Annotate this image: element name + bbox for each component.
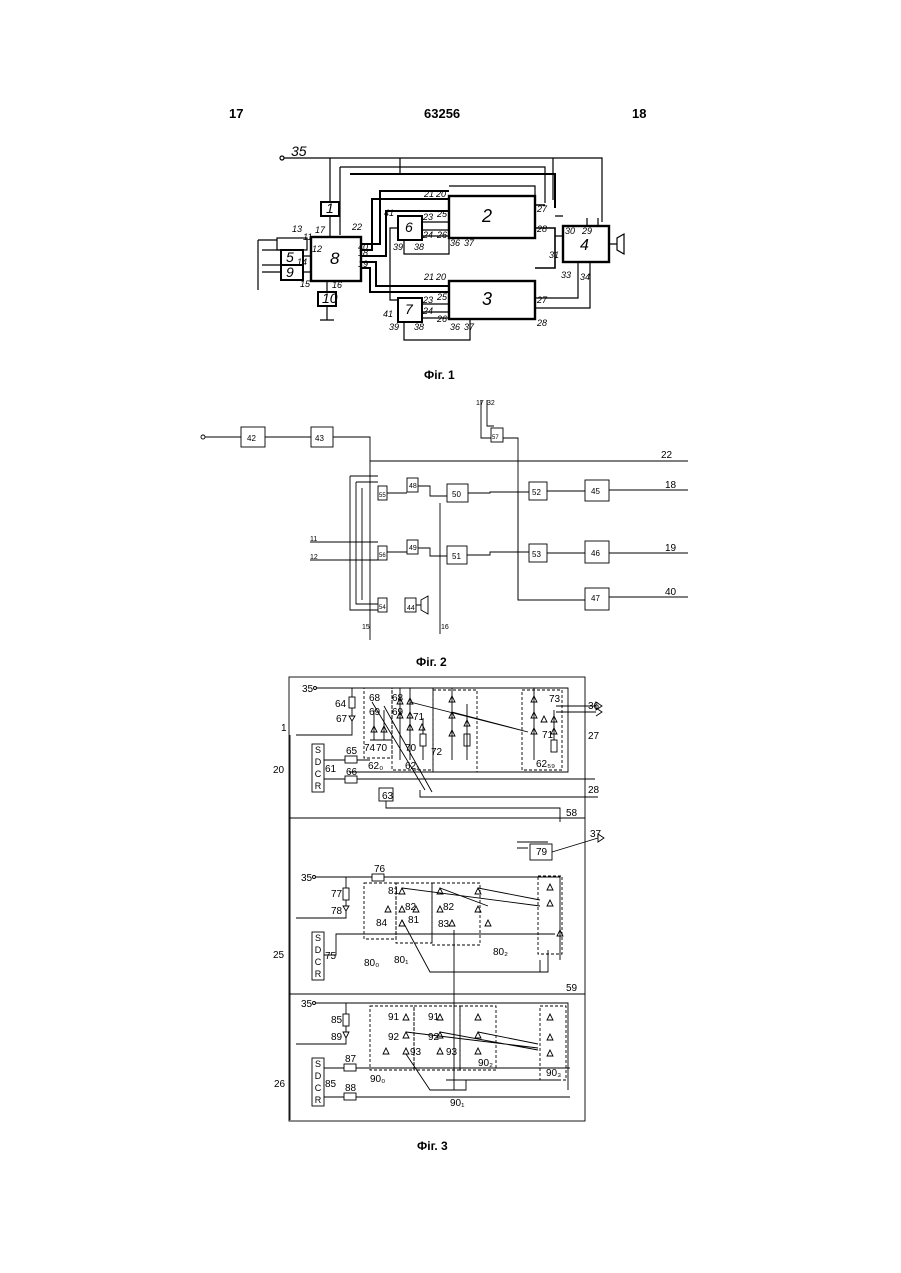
- fig3-label-85: 85: [331, 1015, 343, 1026]
- fig3-label-89: 89: [331, 1032, 343, 1043]
- fig3-label-80-1: 80₁: [394, 955, 409, 966]
- fig3-label-90-0: 90₀: [370, 1074, 385, 1085]
- fig3-label-72: 72: [431, 747, 443, 758]
- fig3-label-35c: 35: [301, 999, 313, 1010]
- fig3-label-64: 64: [335, 699, 347, 710]
- fig3-label-58: 58: [566, 808, 578, 819]
- fig3-label-69b: 69: [392, 707, 404, 718]
- fig3-label-90-3: 90₃: [546, 1068, 561, 1079]
- fig3-label-75: 75: [325, 951, 337, 962]
- fig3-label-35b: 35: [301, 873, 313, 884]
- fig3-label-92a: 92: [388, 1032, 400, 1043]
- fig3-label-86: 85: [325, 1079, 337, 1090]
- fig3-label-35a: 35: [302, 684, 314, 695]
- fig3-label-68b: 68: [392, 693, 404, 704]
- fig3-label-73: 73: [549, 694, 561, 705]
- fig3-label-61: 61: [325, 764, 337, 775]
- fig3-label-67: 67: [336, 714, 348, 725]
- fig3-label-91b: 91: [428, 1012, 440, 1023]
- figure-3-caption: Фіг. 3: [417, 1139, 448, 1153]
- fig3-label-27: 27: [588, 731, 600, 742]
- fig3-label-74: 74: [364, 743, 376, 754]
- fig3-label-69a: 69: [369, 707, 381, 718]
- fig3-block-63: 63: [382, 791, 394, 802]
- fig3-label-90-2: 90₂: [478, 1058, 493, 1069]
- fig3-label-62-0: 62₀: [368, 761, 383, 772]
- fig3-label-65: 65: [346, 746, 358, 757]
- fig3-label-71b: 71: [542, 730, 554, 741]
- fig3-block-79: 79: [536, 847, 548, 858]
- fig3-label-93a: 93: [410, 1047, 422, 1058]
- fig3-label-37: 37: [590, 829, 602, 840]
- fig3-label-76: 76: [374, 864, 386, 875]
- fig3-label-81b: 81: [408, 915, 420, 926]
- fig3-label-71a: 71: [413, 712, 425, 723]
- fig3-label-28: 28: [588, 785, 600, 796]
- fig3-label-26: 26: [274, 1079, 286, 1090]
- fig3-label-82b: 82: [443, 902, 455, 913]
- fig3-label-59: 59: [566, 983, 578, 994]
- fig3-label-1: 1: [281, 723, 287, 734]
- fig3-label-82a: 82: [405, 902, 417, 913]
- fig3-label-80-2: 80₂: [493, 947, 508, 958]
- fig3-label-84: 84: [376, 918, 388, 929]
- fig3-label-80-0: 80₀: [364, 958, 379, 969]
- fig3-label-92b: 92: [428, 1032, 440, 1043]
- fig3-label-68a: 68: [369, 693, 381, 704]
- fig3-label-91a: 91: [388, 1012, 400, 1023]
- fig3-label-36: 36: [588, 701, 600, 712]
- fig3-label-62-59: 62₅₉: [536, 759, 555, 770]
- fig3-label-83: 83: [438, 919, 450, 930]
- fig3-label-93b: 93: [446, 1047, 458, 1058]
- fig3-label-66: 66: [346, 767, 358, 778]
- fig3-label-88: 88: [345, 1083, 357, 1094]
- fig3-label-81a: 81: [388, 886, 400, 897]
- fig3-label-20: 20: [273, 765, 285, 776]
- fig3-label-25: 25: [273, 950, 285, 961]
- fig3-label-78: 78: [331, 906, 343, 917]
- fig3-label-70b: 70: [405, 743, 417, 754]
- fig3-label-70a: 70: [376, 743, 388, 754]
- fig3-label-87: 87: [345, 1054, 357, 1065]
- fig3-label-77: 77: [331, 889, 343, 900]
- fig3-label-62-1: 62₁: [405, 761, 420, 772]
- fig3-label-90-1: 90₁: [450, 1098, 465, 1109]
